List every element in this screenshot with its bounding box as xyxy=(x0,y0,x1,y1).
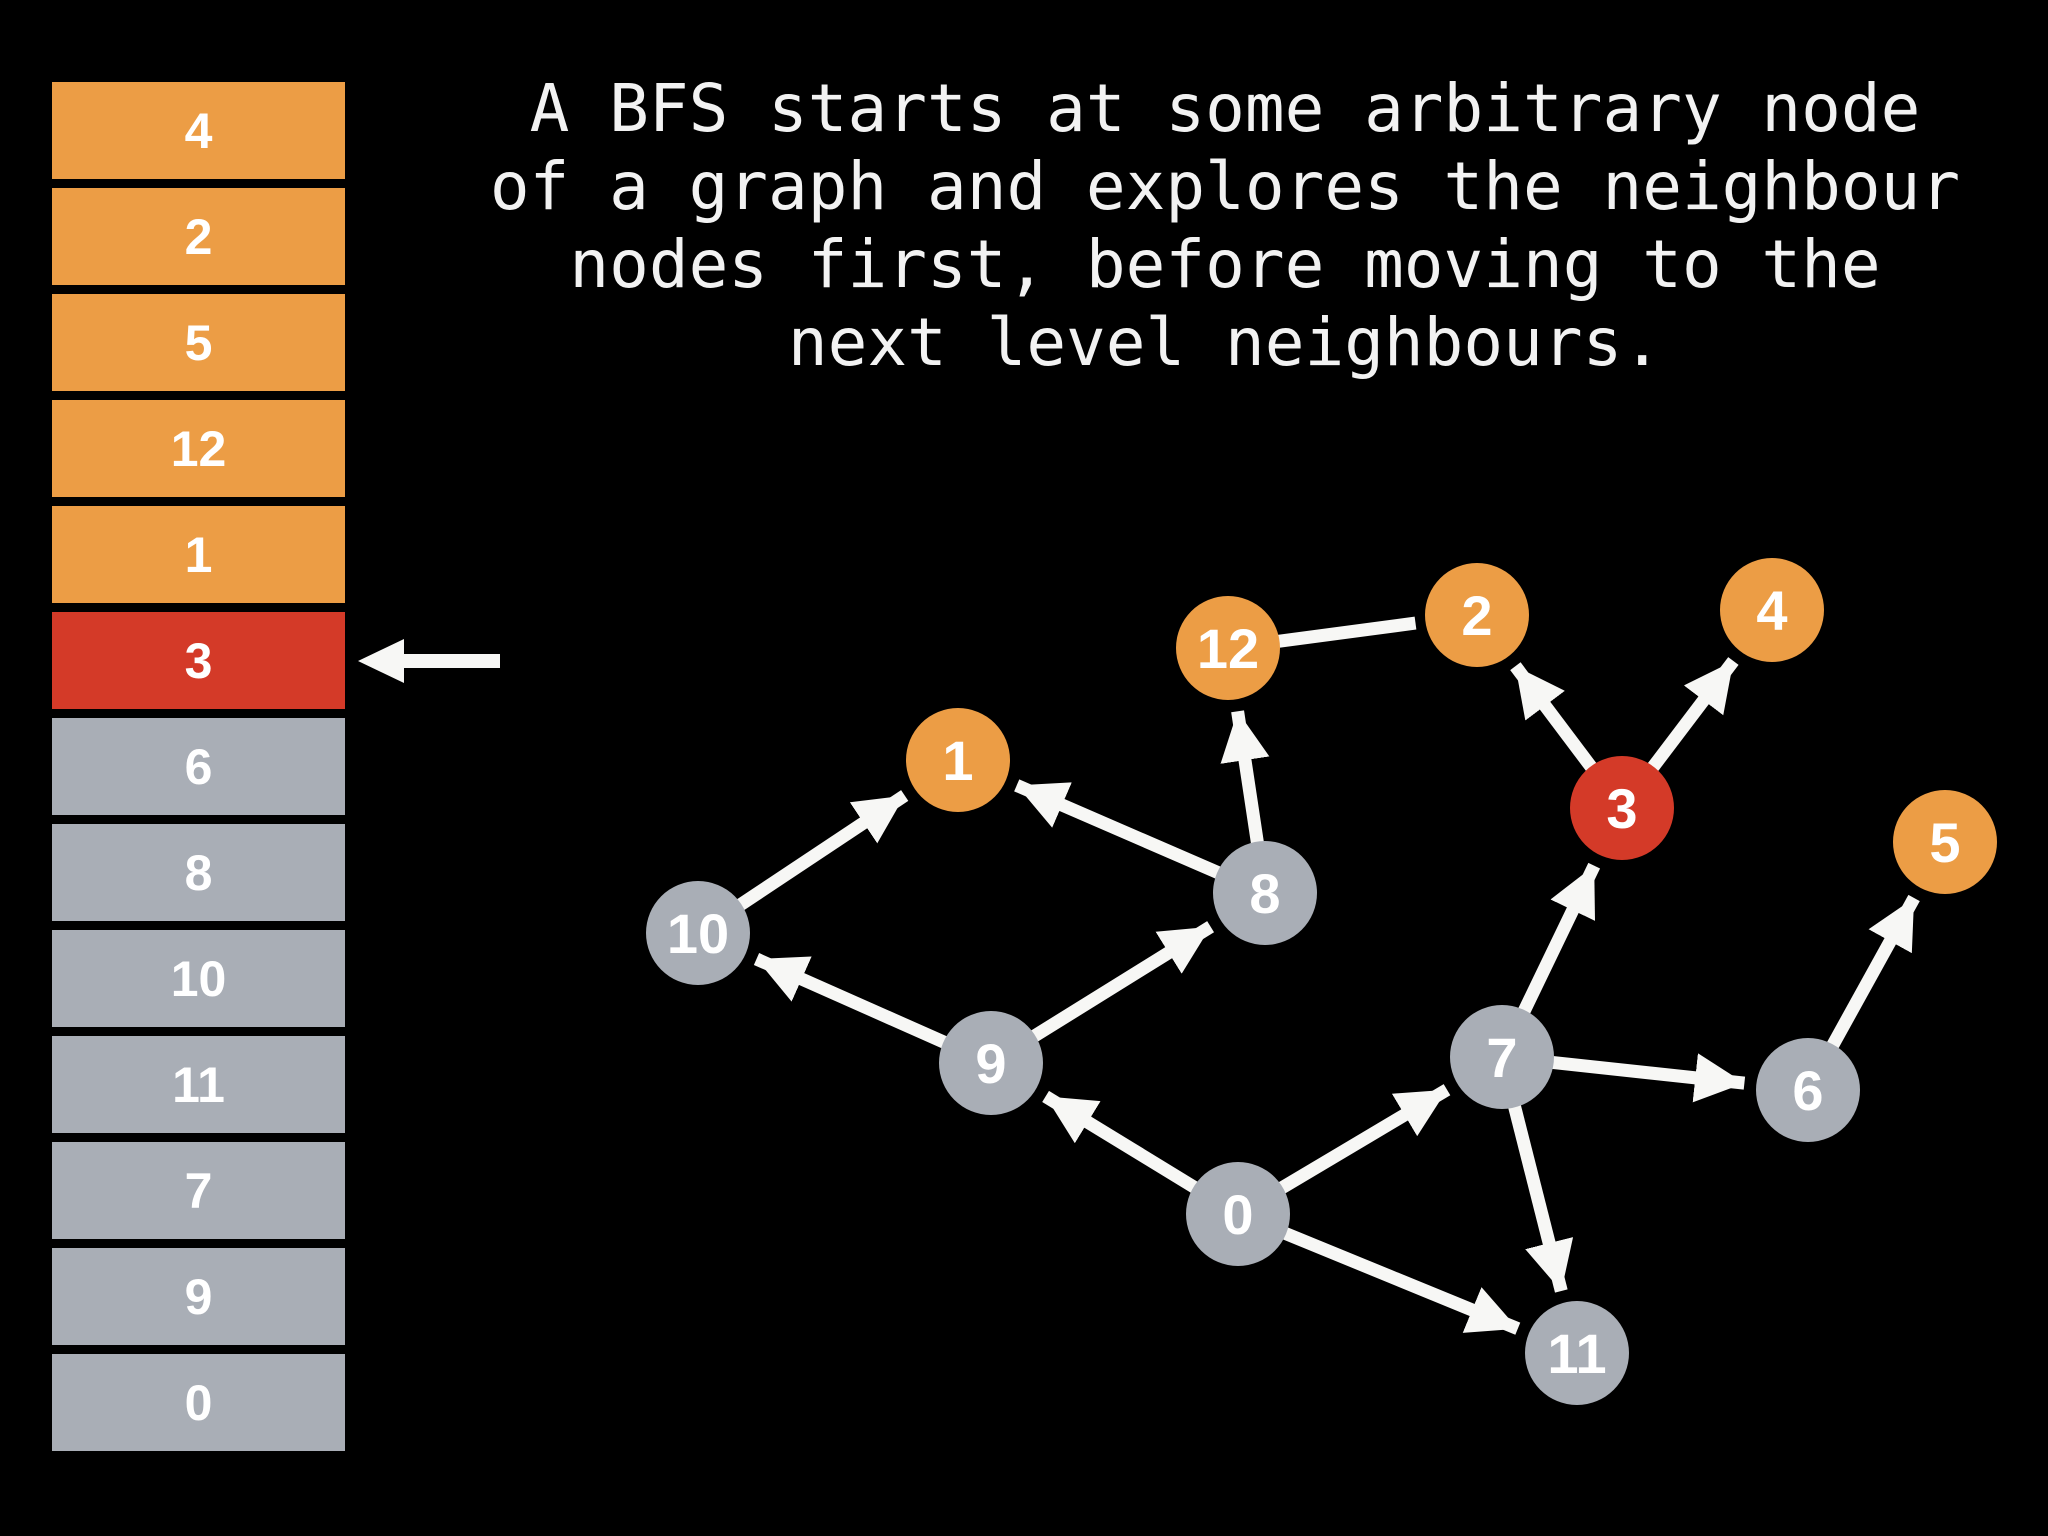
node-circle xyxy=(1425,563,1529,667)
queue-item-7: 7 xyxy=(52,1142,345,1239)
graph-node-10: 10 xyxy=(646,881,750,985)
node-circle xyxy=(1525,1301,1629,1405)
queue-item-11: 11 xyxy=(52,1036,345,1133)
node-circle xyxy=(1186,1162,1290,1266)
node-circle xyxy=(1720,558,1824,662)
graph-node-1: 1 xyxy=(906,708,1010,812)
node-circle xyxy=(1176,596,1280,700)
queue-item-0: 0 xyxy=(52,1354,345,1451)
graph-node-9: 9 xyxy=(939,1011,1043,1115)
node-label: 3 xyxy=(1606,777,1637,840)
node-label: 4 xyxy=(1756,579,1787,642)
graph-edges xyxy=(694,616,1920,1335)
queue-item-3: 3 xyxy=(52,612,345,709)
node-circle xyxy=(1213,841,1317,945)
queue-item-5: 5 xyxy=(52,294,345,391)
node-circle xyxy=(939,1011,1043,1115)
queue-item-12: 12 xyxy=(52,400,345,497)
node-circle xyxy=(646,881,750,985)
node-label: 11 xyxy=(1547,1322,1606,1385)
node-circle xyxy=(1570,756,1674,860)
node-label: 8 xyxy=(1249,862,1280,925)
caption-text: A BFS starts at some arbitrary node of a… xyxy=(489,70,1961,381)
node-label: 0 xyxy=(1222,1183,1253,1246)
node-label: 9 xyxy=(975,1032,1006,1095)
node-label: 7 xyxy=(1486,1026,1517,1089)
node-circle xyxy=(1756,1038,1860,1142)
node-circle xyxy=(906,708,1010,812)
node-label: 1 xyxy=(942,729,973,792)
queue-item-8: 8 xyxy=(52,824,345,921)
graph-node-8: 8 xyxy=(1213,841,1317,945)
graph-node-4: 4 xyxy=(1720,558,1824,662)
graph-node-11: 11 xyxy=(1525,1301,1629,1405)
node-circle xyxy=(1893,790,1997,894)
node-label: 6 xyxy=(1792,1059,1823,1122)
node-label: 12 xyxy=(1197,617,1259,680)
queue-item-1: 1 xyxy=(52,506,345,603)
queue-item-10: 10 xyxy=(52,930,345,1027)
node-circle xyxy=(1450,1005,1554,1109)
graph-node-7: 7 xyxy=(1450,1005,1554,1109)
graph-node-0: 0 xyxy=(1186,1162,1290,1266)
queue-pointer-arrow xyxy=(358,638,500,683)
graph-node-3: 3 xyxy=(1570,756,1674,860)
queue-item-4: 4 xyxy=(52,82,345,179)
graph-node-6: 6 xyxy=(1756,1038,1860,1142)
queue-item-2: 2 xyxy=(52,188,345,285)
node-label: 10 xyxy=(667,902,729,965)
queue-item-6: 6 xyxy=(52,718,345,815)
graph-node-5: 5 xyxy=(1893,790,1997,894)
node-label: 2 xyxy=(1461,584,1492,647)
queue-item-9: 9 xyxy=(52,1248,345,1345)
graph-node-12: 12 xyxy=(1176,596,1280,700)
graph-node-2: 2 xyxy=(1425,563,1529,667)
node-label: 5 xyxy=(1929,811,1960,874)
